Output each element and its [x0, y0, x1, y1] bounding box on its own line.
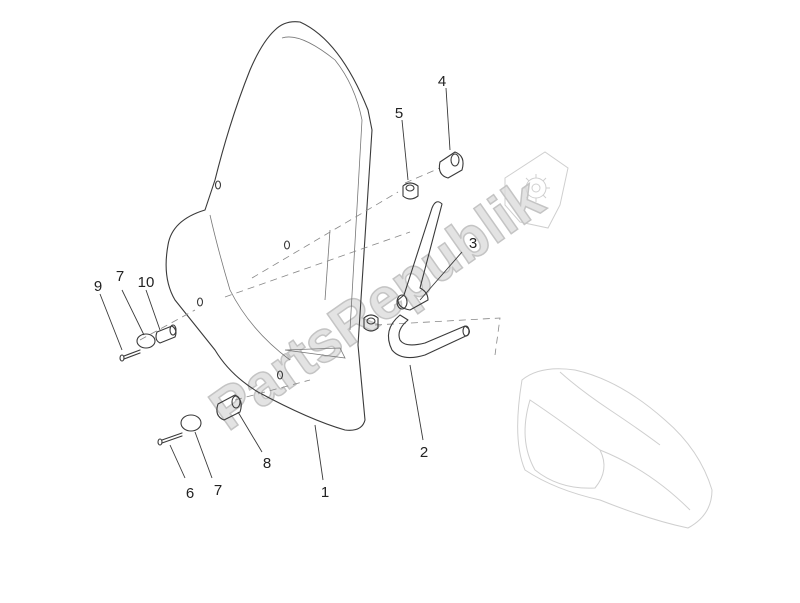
callout-1: 1: [321, 484, 329, 501]
callout-4: 4: [438, 73, 446, 90]
callout-8: 8: [263, 455, 271, 472]
washer-part-7: [136, 333, 202, 432]
callout-6: 6: [186, 485, 194, 502]
callout-2: 2: [420, 444, 428, 461]
windshield-part-1: [165, 21, 373, 431]
support-rod-part-2: [387, 314, 470, 359]
watermark-text: PartsRepublik: [198, 165, 555, 442]
bushing-part-10: [155, 324, 177, 344]
spacer-part-8: [216, 394, 242, 421]
callout-9: 9: [94, 278, 102, 295]
callout-10: 10: [138, 274, 155, 291]
leader-lines: [99, 87, 463, 481]
callouts: 1 2 3 4 5 6 7 7 8 9 10: [94, 73, 477, 502]
callout-3: 3: [469, 235, 477, 252]
callout-7a: 7: [116, 268, 124, 285]
barrel-nut-part-4: [438, 151, 464, 179]
screw-part-6: [157, 432, 183, 446]
gear-in-flag-icon: [504, 151, 569, 229]
callout-7b: 7: [214, 482, 222, 499]
grommet-part-5: [363, 182, 419, 332]
callout-5: 5: [395, 105, 403, 122]
screw-part-9: [119, 349, 141, 362]
headlight-housing-reference: [517, 368, 713, 529]
alignment-lines: [139, 167, 501, 401]
